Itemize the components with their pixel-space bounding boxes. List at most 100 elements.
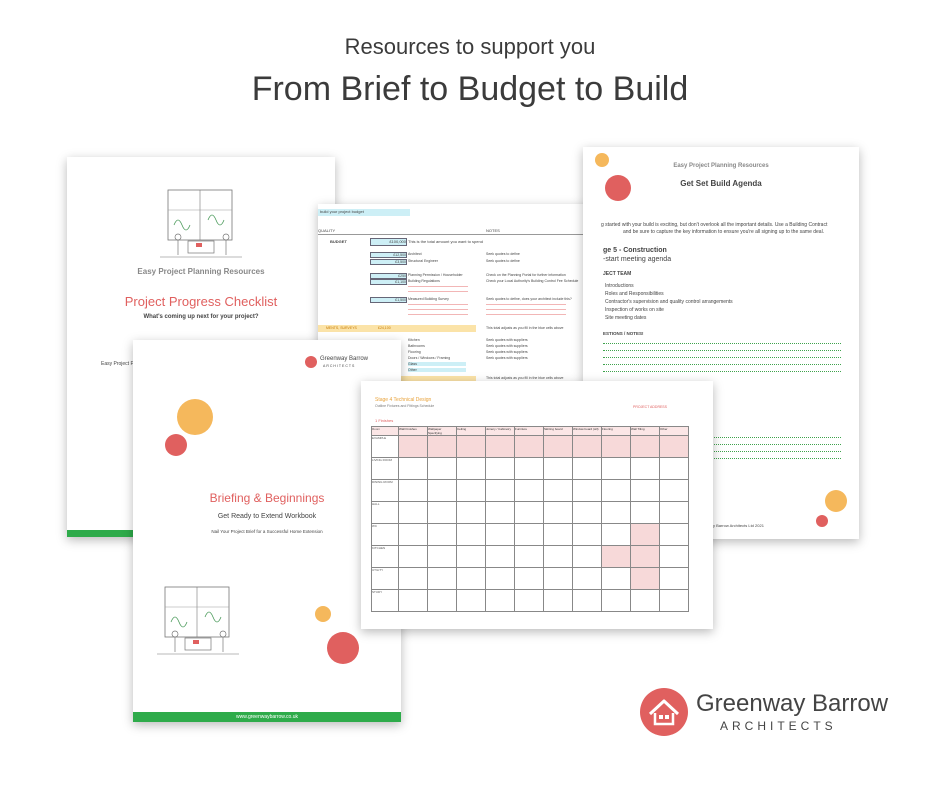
agenda-list-item: Site meeting dates bbox=[605, 315, 647, 321]
agenda-intro-2: and be sure to capture the key informati… bbox=[623, 229, 825, 235]
checklist-title: Project Progress Checklist bbox=[124, 294, 278, 309]
budget-row-note: Seek quotes to define bbox=[486, 252, 520, 256]
budget-item-note: Seek quotes with suppliers bbox=[486, 344, 528, 348]
budget-section-band bbox=[318, 325, 476, 332]
table-row: DINING ROOM bbox=[371, 479, 689, 502]
schedule-col: Joinery / Cabinetry bbox=[485, 426, 515, 436]
header-subtitle: Resources to support you bbox=[344, 34, 596, 59]
budget-col-notes: NOTES bbox=[486, 228, 500, 233]
budget-value: £100,000 bbox=[370, 238, 407, 246]
schedule-subtitle: Outline Fixtures and Fittings Schedule bbox=[375, 404, 435, 408]
budget-heading: build your project budget bbox=[318, 209, 410, 216]
brand-logo: Greenway Barrow ARCHITECTS bbox=[640, 688, 900, 744]
workbook-tagline: Nail Your Project Brief for a Successful… bbox=[211, 529, 323, 534]
budget-row-label: Building Regulations bbox=[408, 279, 440, 283]
schedule-col: Wall Tiling bbox=[630, 426, 660, 436]
budget-row-label: Measured Building Survey bbox=[408, 297, 449, 301]
agenda-circle-red bbox=[605, 175, 631, 201]
table-row: WC bbox=[371, 523, 689, 546]
budget-row-label: Planning Permission / Householder bbox=[408, 273, 463, 277]
budget-item-note: Seek quotes with suppliers bbox=[486, 350, 528, 354]
schedule-project: PROJECT ADDRESS bbox=[633, 405, 667, 409]
budget-section-label: MENTS, SURVEYS bbox=[326, 326, 357, 330]
budget-section-value: £24,100 bbox=[378, 326, 391, 330]
schedule-header-row: Room Wall Finishes Wallpaper Specifying … bbox=[371, 426, 689, 436]
agenda-list-item: Introductions bbox=[605, 283, 634, 289]
budget-item-note: Seek quotes with suppliers bbox=[486, 356, 528, 360]
budget-row-label: Structural Engineer bbox=[408, 259, 438, 263]
budget-row-note: Seek quotes to define, does your archite… bbox=[486, 297, 572, 301]
agenda-footer: y Barrow Architects Ltd 2021 bbox=[713, 523, 764, 528]
table-row: LIVING ROOM bbox=[371, 457, 689, 480]
schedule-col: Flooring bbox=[601, 426, 631, 436]
workbook-document: Greenway Barrow ARCHITECTS Briefing & Be… bbox=[133, 340, 401, 722]
schedule-col: Ceiling bbox=[456, 426, 486, 436]
workbook-sketch-illustration bbox=[157, 586, 239, 655]
schedule-room: UTILITY bbox=[371, 567, 399, 590]
budget-row-note: Check your Local Authority's Building Co… bbox=[486, 279, 579, 283]
table-row: HALL bbox=[371, 501, 689, 524]
schedule-room: KITCHEN bbox=[371, 545, 399, 568]
agenda-questions: ESTIONS / NOTES! bbox=[603, 331, 644, 336]
budget-note: This is the total amount you want to spe… bbox=[408, 239, 483, 244]
sketch-illustration bbox=[160, 189, 242, 258]
budget-row-note: Seek quotes to define bbox=[486, 259, 520, 263]
budget-item: Doors / Windows / Framing bbox=[408, 356, 451, 360]
workbook-brand-name: Greenway Barrow bbox=[320, 356, 369, 362]
schedule-room: HALL bbox=[371, 501, 399, 524]
budget-item-note: Seek quotes with suppliers bbox=[486, 338, 528, 342]
budget-row-note: Check on the Planning Portal for further… bbox=[486, 273, 566, 277]
checklist-subtitle: What's coming up next for your project? bbox=[143, 314, 259, 320]
budget-item: Glass bbox=[408, 362, 466, 366]
schedule-col: Room bbox=[371, 426, 399, 436]
workbook-footer-bar: www.greenwaybarrow.co.uk bbox=[133, 712, 401, 722]
brand-logo-name: Greenway Barrow bbox=[696, 690, 889, 717]
table-row: UTILITY bbox=[371, 567, 689, 590]
schedule-room: WC bbox=[371, 523, 399, 546]
agenda-circle-orange bbox=[825, 490, 847, 512]
workbook-brand-sub: ARCHITECTS bbox=[323, 364, 356, 368]
agenda-circle-orange-small bbox=[595, 153, 609, 167]
workbook-circle-orange bbox=[177, 399, 213, 435]
table-row: EXAMPLE bbox=[371, 435, 689, 458]
schedule-room: LIVING ROOM bbox=[371, 457, 399, 480]
schedule-room: DINING ROOM bbox=[371, 479, 399, 502]
workbook-circle-red bbox=[165, 434, 187, 456]
table-row: STUDY bbox=[371, 589, 689, 612]
agenda-intro-1: g started with your build is exciting, b… bbox=[601, 222, 828, 228]
agenda-meeting: -start meeting agenda bbox=[603, 256, 672, 263]
workbook-subtitle: Get Ready to Extend Workbook bbox=[217, 513, 317, 520]
budget-item: Bathrooms bbox=[408, 344, 425, 348]
workbook-title: Briefing & Beginnings bbox=[209, 491, 325, 505]
budget-section-note: This total adjusts as you fill in the bl… bbox=[486, 326, 564, 330]
agenda-series: Easy Project Planning Resources bbox=[673, 163, 769, 169]
header-title: From Brief to Budget to Build bbox=[251, 70, 689, 108]
agenda-document: Easy Project Planning Resources Get Set … bbox=[583, 147, 859, 539]
schedule-room: EXAMPLE bbox=[371, 435, 399, 458]
budget-row-value: £250 bbox=[370, 273, 407, 279]
workbook-brand: Greenway Barrow ARCHITECTS bbox=[305, 356, 395, 372]
schedule-col: Furniture bbox=[514, 426, 544, 436]
schedule-col: Skirting board bbox=[543, 426, 573, 436]
agenda-list-item: Inspection of works on site bbox=[605, 307, 664, 313]
agenda-stage: ge 5 - Construction bbox=[603, 247, 667, 254]
schedule-col: Wallpaper Specifying bbox=[427, 426, 457, 436]
budget-row-value: £1,500 bbox=[370, 297, 407, 303]
budget-row-value: £12,500 bbox=[370, 252, 407, 258]
workbook-logo-icon bbox=[305, 356, 317, 368]
budget-row-value: £3,500 bbox=[370, 259, 407, 265]
schedule-room: STUDY bbox=[371, 589, 399, 612]
budget-label: BUDGET bbox=[330, 239, 347, 244]
checklist-series: Easy Project Planning Resources bbox=[137, 267, 265, 276]
budget-row-label: Architect bbox=[408, 252, 422, 256]
budget-total-note: This total adjusts as you fill in the bl… bbox=[486, 376, 564, 380]
schedule-section: 1 Finishes bbox=[375, 418, 394, 423]
workbook-circle-red-large bbox=[327, 632, 359, 664]
brand-logo-sub: ARCHITECTS bbox=[720, 719, 837, 733]
schedule-document: Stage 4 Technical Design Outline Fixture… bbox=[361, 381, 713, 629]
checklist-footer-fragment: Easy Project P bbox=[101, 361, 134, 367]
budget-item: Flooring bbox=[408, 350, 421, 354]
budget-row-value: £1,100 bbox=[370, 279, 407, 285]
budget-col-quality: QUALITY bbox=[318, 228, 336, 233]
workbook-circle-orange-small bbox=[315, 606, 331, 622]
